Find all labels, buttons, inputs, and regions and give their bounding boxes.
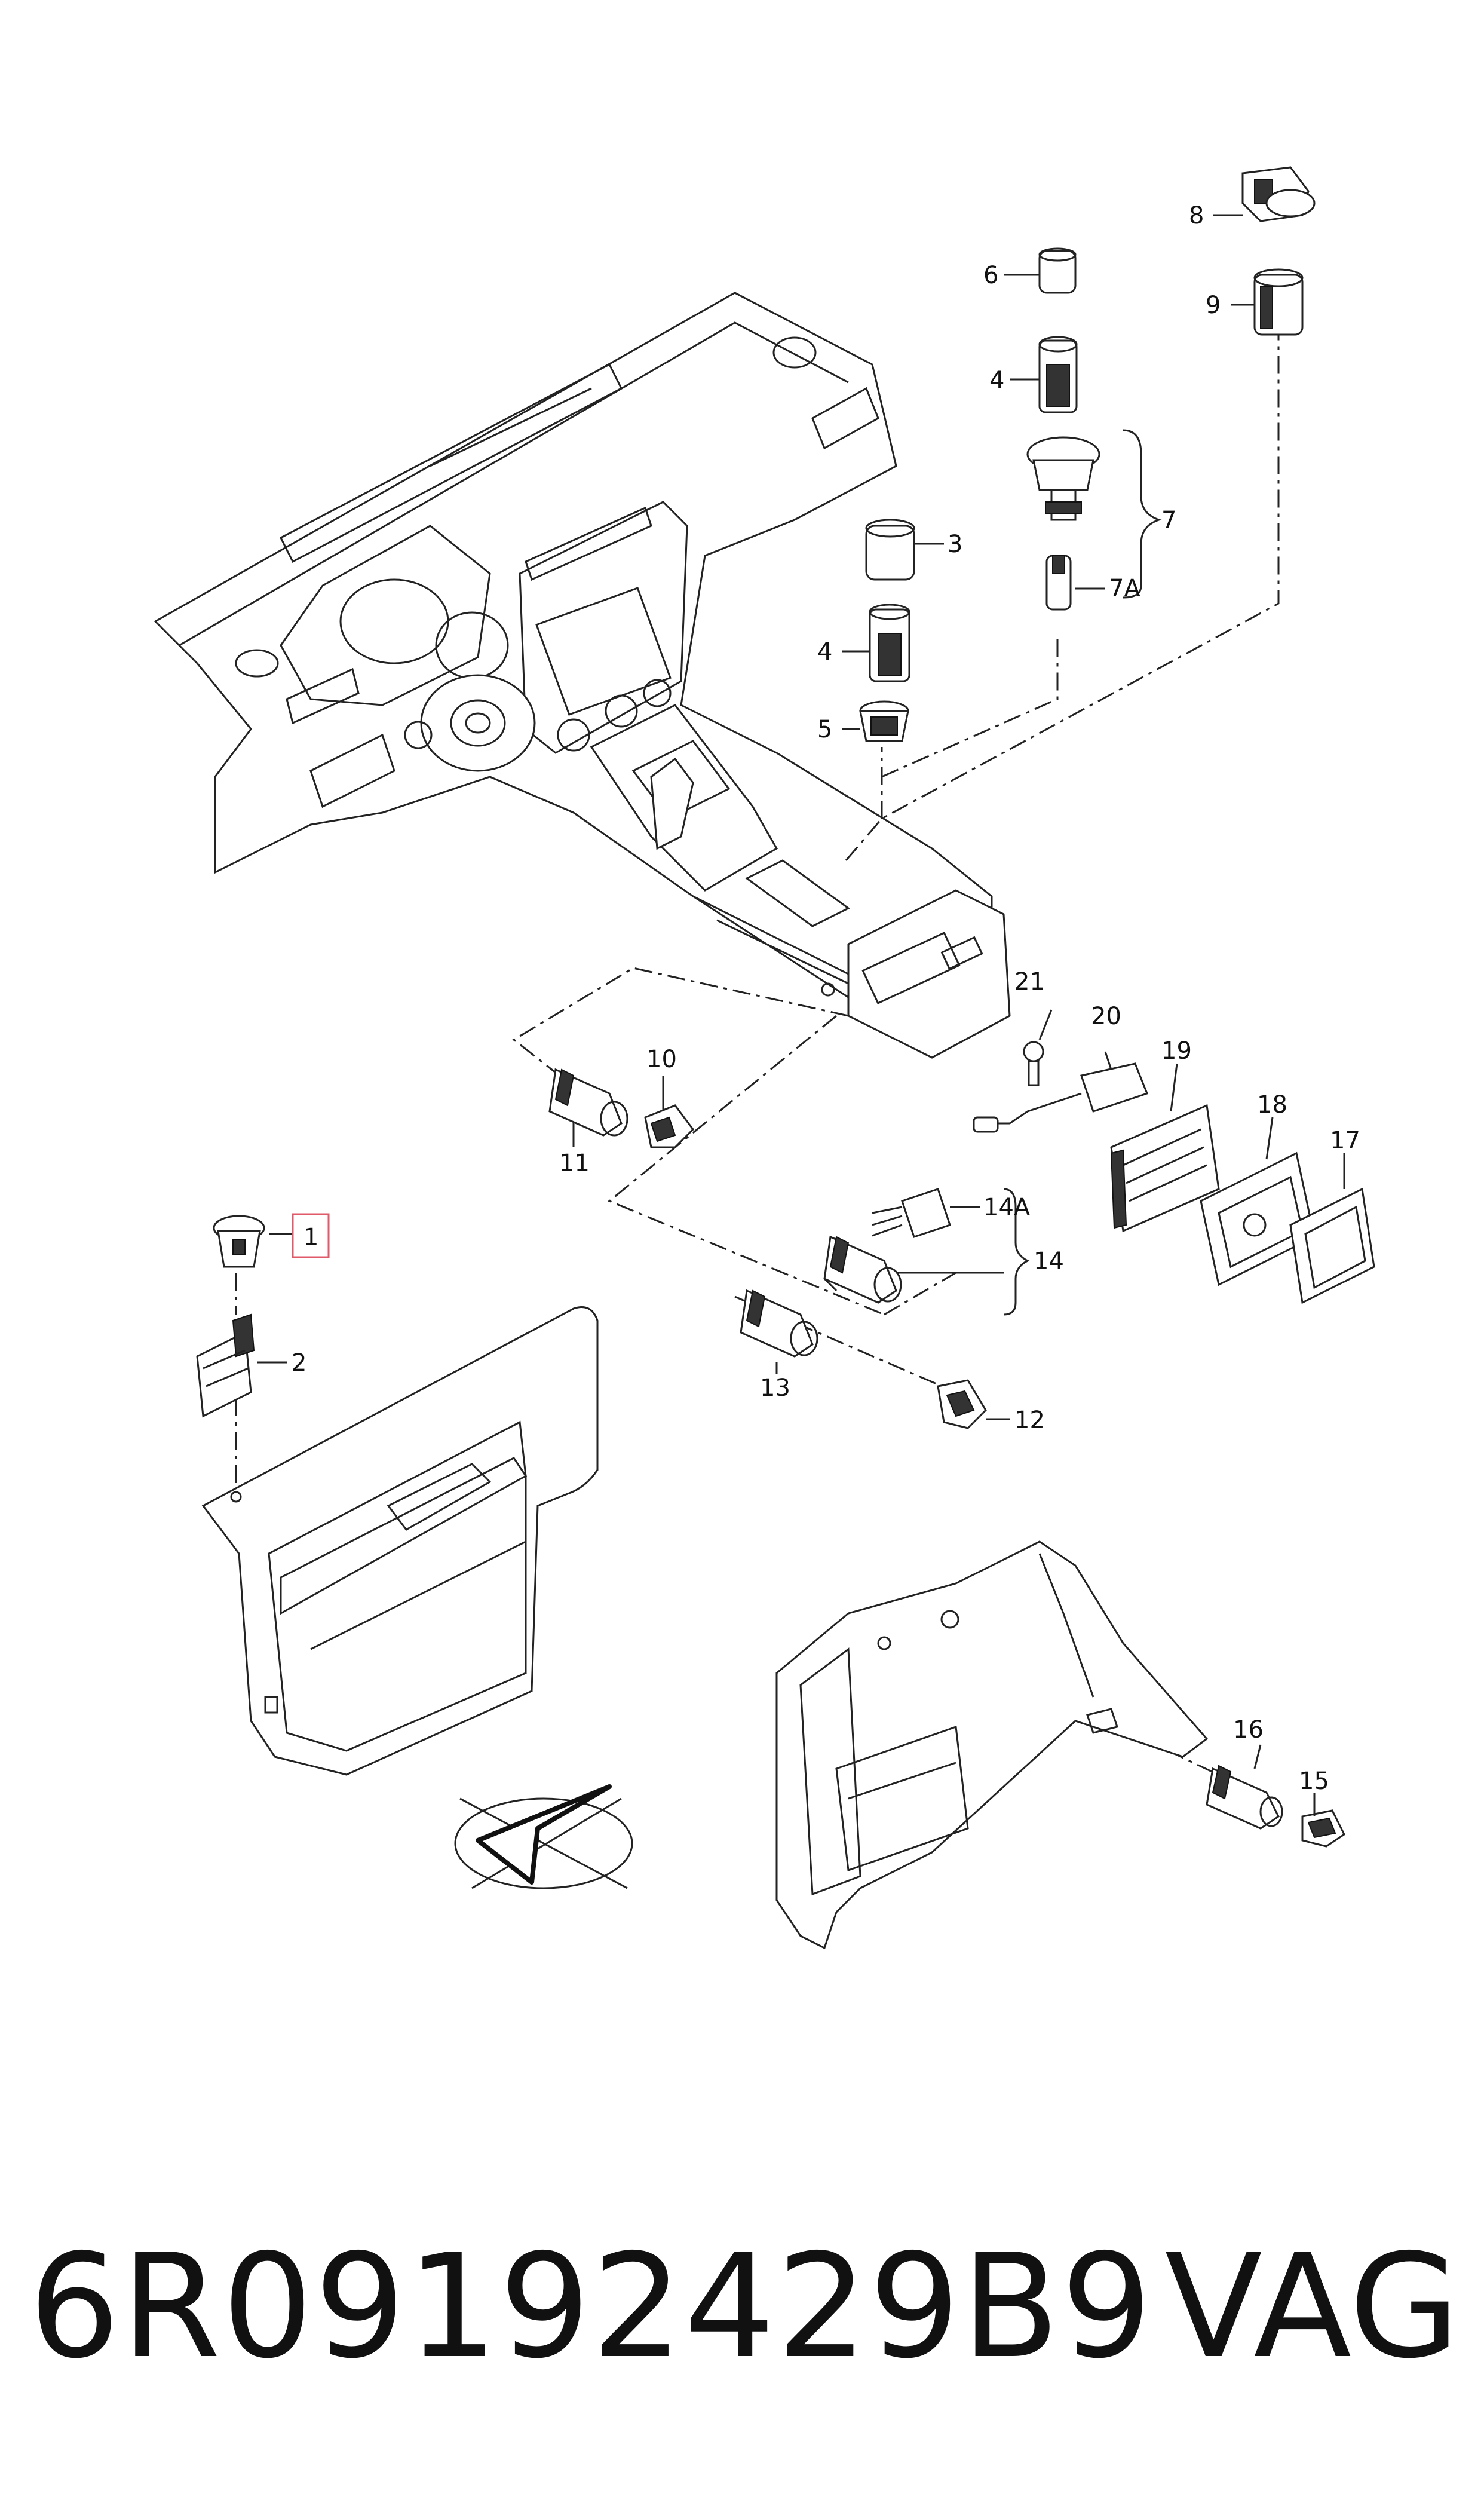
callout-21: 21 [1014,968,1045,995]
callout-12: 12 [1014,1407,1045,1434]
part-19-module [1110,1104,1220,1233]
callout-11: 11 [559,1150,590,1177]
part-rear-socket-group [1206,1765,1345,1848]
callout-3: 3 [948,531,962,558]
part-13-socket [740,1289,818,1358]
highlight-box [292,1213,330,1258]
callout-1: 1 [303,1224,318,1251]
part-9-socket [1253,268,1304,336]
part-8-cap [1241,166,1316,222]
part-17-trim-frame [1289,1187,1375,1304]
callout-2: 2 [292,1349,306,1377]
callout-labels: 1 2 3 4 5 6 4 7 7A 8 9 10 11 12 13 14 14… [292,202,1360,1795]
callout-7: 7 [1161,507,1176,534]
part-door-switch-group [196,1215,265,1418]
callout-leaders [257,214,1345,1816]
part-11-socket [548,1068,628,1137]
callout-18: 18 [1257,1091,1287,1119]
callout-17: 17 [1330,1127,1360,1154]
orientation-arrow-icon [454,1784,633,1889]
part-10-cap [644,1104,694,1148]
callout-20: 20 [1091,1003,1121,1030]
part-14-socket [823,1235,902,1304]
part-14a-connector [872,1188,951,1238]
callout-15: 15 [1299,1767,1329,1795]
callout-4-upper: 4 [989,367,1004,394]
part-number: 6R09192429B9 [29,2223,1154,2390]
part-4-socket-lower [869,604,910,682]
callout-4-lower: 4 [817,638,832,666]
part-6-lighter-knob [1038,247,1077,294]
callout-16: 16 [1233,1716,1264,1744]
part-cigarette-lighter-group [859,166,1316,742]
part-7-socket-housing [1026,436,1100,521]
brand-name: VAG [1164,2223,1460,2390]
callout-10: 10 [646,1046,677,1073]
callout-7a: 7A [1109,575,1140,602]
callout-6: 6 [983,262,998,289]
part-12-cap [937,1379,987,1429]
door-panel-illustration [201,1306,599,1776]
rear-trim-illustration [775,1540,1209,1950]
callout-14: 14 [1034,1248,1064,1275]
callout-13: 13 [760,1374,790,1402]
part-3-lighter [865,519,915,581]
part-20-cable [973,1062,1148,1133]
part-1-cap [213,1215,265,1268]
callout-8: 8 [1189,202,1204,229]
part-15-cap [1301,1809,1345,1848]
part-21-screw [1023,1041,1044,1086]
part-7a-bulb [1045,555,1072,611]
part-socket-group-rear [548,1068,987,1429]
part-media-interface-group [973,1041,1375,1304]
part-16-socket [1206,1765,1283,1830]
part-4-socket-top [1038,336,1078,413]
dashboard-illustration [154,292,1011,1059]
part-5-retainer [859,700,909,742]
part-2-switch [196,1313,255,1418]
callout-19: 19 [1161,1037,1192,1065]
callout-5: 5 [817,716,832,743]
callout-9: 9 [1206,292,1221,319]
callout-14a: 14A [983,1194,1031,1221]
